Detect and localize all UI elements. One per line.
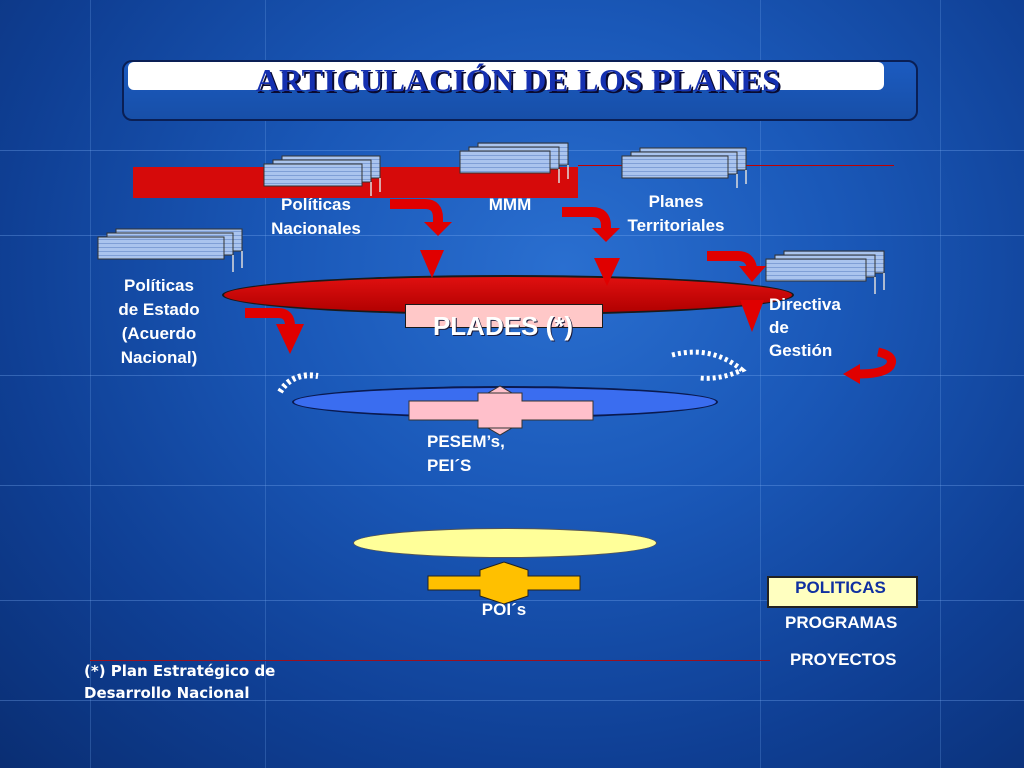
node-planes-territoriales: Planes Territoriales (627, 192, 725, 235)
plades-label: PLADES (*) (432, 311, 574, 341)
curved-arrow-icon (390, 199, 452, 236)
node-politicas-estado: Políticas de Estado (Acuerdo Nacional) (118, 276, 200, 367)
curved-arrow-icon (843, 347, 896, 384)
curved-arrow-icon (707, 251, 766, 282)
poi-ellipse (353, 528, 657, 558)
page-title: ARTICULACIÓN DE LOS PLANES (255, 62, 781, 98)
legend-proyectos: PROYECTOS (790, 650, 897, 669)
title-highlight (128, 62, 884, 90)
document-stack-icon (621, 147, 747, 188)
down-arrow-icon (594, 258, 620, 286)
footnote: (*) Plan Estratégico de Desarrollo Nacio… (84, 662, 276, 702)
document-stack-icon (765, 250, 885, 294)
legend-programas: PROGRAMAS (785, 613, 898, 632)
politicas-box (767, 576, 918, 608)
node-directiva: Directiva de Gestión (769, 295, 841, 360)
node-poi: POI´s (481, 600, 527, 619)
node-mmm: MMM (488, 195, 532, 214)
divider-line-bottom (90, 660, 770, 661)
plades-label-box (405, 304, 603, 328)
node-politicas-nacionales: Políticas Nacionales (271, 195, 361, 238)
node-pesem: PESEM’s, PEI´S (427, 432, 505, 475)
document-stack-icon (263, 155, 381, 196)
down-arrow-icon (420, 250, 444, 278)
double-arrow-icon (408, 385, 594, 436)
curved-arrow-icon (562, 207, 620, 242)
curved-arrow-icon (245, 308, 304, 354)
document-stack-icon (459, 142, 569, 183)
document-stack-icon (97, 228, 243, 272)
legend-politicas: POLITICAS (795, 578, 886, 597)
down-arrow-icon (740, 300, 764, 332)
dashed-arc-icon (277, 372, 319, 394)
double-arrow-icon (427, 561, 581, 605)
dashed-arc-icon (671, 349, 747, 381)
